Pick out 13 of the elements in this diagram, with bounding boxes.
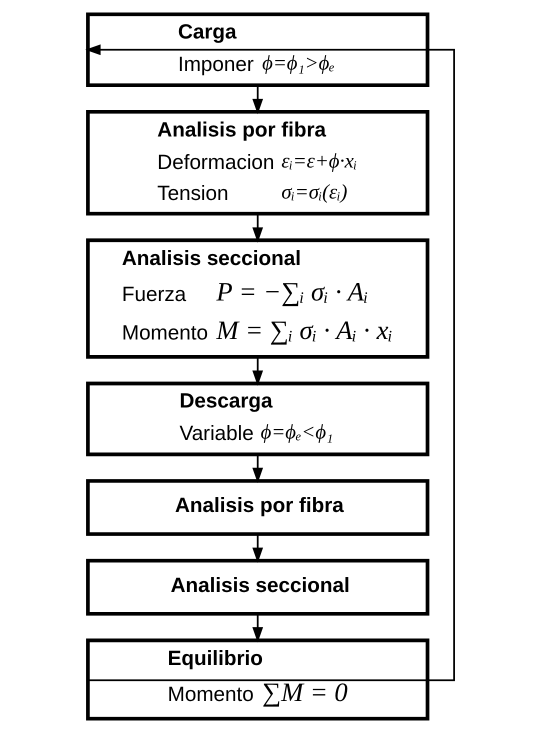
node-box: Equilibrio Momento ∑M = 0 [86, 638, 429, 720]
arrow [252, 357, 263, 386]
arrow [252, 454, 263, 484]
node-box: Analisis seccional [86, 558, 429, 616]
arrow [252, 86, 263, 114]
arrow [84, 44, 454, 682]
node-box: Analisis por fibra [86, 479, 429, 536]
arrow [252, 614, 263, 643]
node-box: Descarga Variable ϕ=ϕₑ<ϕ₁ [86, 382, 429, 456]
node-box: Analisis por fibra Deformacion εᵢ=ε+ϕ·xᵢ Tension σᵢ=σᵢ(εᵢ) [86, 110, 429, 216]
arrow [252, 214, 263, 243]
arrow [252, 534, 263, 563]
node-box: Analisis seccional Fuerza P = −∑ᵢ σᵢ · Aᵢ Momento M = ∑ᵢ σᵢ · Aᵢ · xᵢ [86, 238, 429, 359]
